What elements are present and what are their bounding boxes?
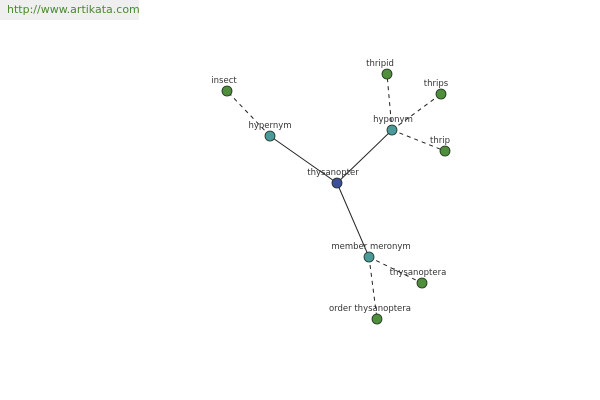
edges-layer [226,73,446,320]
label-thysanopter[interactable]: thysanopter [307,168,359,178]
node-insect[interactable] [221,85,233,97]
label-hypernym[interactable]: hypernym [248,121,291,131]
node-thrip[interactable] [439,145,451,157]
node-thripid[interactable] [381,68,393,80]
node-hyponym[interactable] [386,124,398,136]
label-insect[interactable]: insect [211,76,237,86]
node-order-thysanoptera[interactable] [371,313,383,325]
edge-thysanopter-member-meronym [336,182,370,258]
site-url-link[interactable]: http://www.artikata.com [7,3,140,16]
node-thysanoptera[interactable] [416,277,428,289]
edge-member-meronym-thysanoptera [368,256,423,284]
edge-hyponym-thripid [386,73,393,131]
edge-hypernym-insect [226,90,271,137]
label-member-meronym[interactable]: member meronym [331,242,410,252]
url-bar: http://www.artikata.com [0,0,140,20]
edge-hyponym-thrips [391,93,442,131]
label-thrip[interactable]: thrip [430,136,450,146]
edge-member-meronym-order-thysanoptera [368,256,378,320]
label-hyponym[interactable]: hyponym [373,115,413,125]
node-hypernym[interactable] [264,130,276,142]
node-member-meronym[interactable] [363,251,375,263]
label-thysanoptera[interactable]: thysanoptera [390,268,447,278]
label-order-thysanoptera[interactable]: order thysanoptera [329,304,411,314]
edge-thysanopter-hypernym [269,135,338,184]
nodes-layer [221,68,451,325]
edge-thysanopter-hyponym [336,129,393,184]
labels-layer: thysanopter hypernym hyponym member meronym… [211,59,450,314]
label-thripid[interactable]: thripid [366,59,394,69]
node-thysanopter[interactable] [331,177,343,189]
label-thrips[interactable]: thrips [424,79,449,89]
edge-hyponym-thrip [391,129,446,152]
node-thrips[interactable] [435,88,447,100]
